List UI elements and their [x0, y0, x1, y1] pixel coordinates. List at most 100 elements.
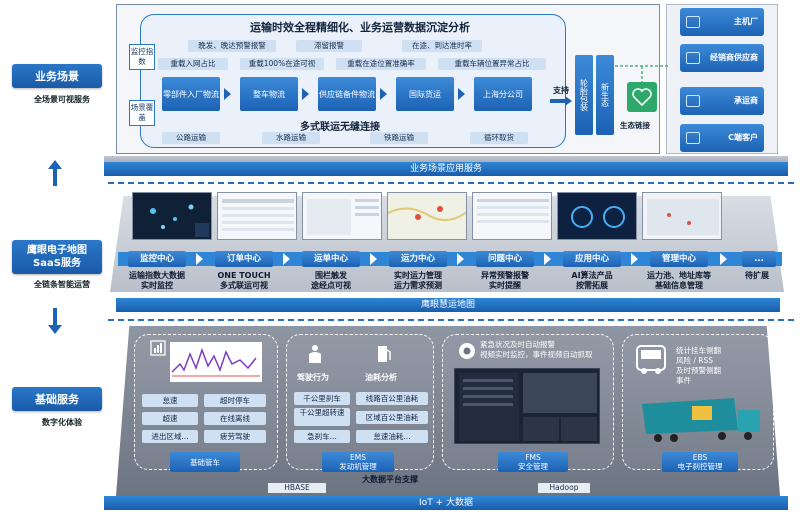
multimodal-title: 多式联运无缝连接 [300, 122, 380, 133]
arrow-right-icon [283, 253, 290, 265]
separator-top [108, 182, 794, 184]
arrow-right-icon [544, 253, 551, 265]
transport-pill: 铁路运输 [370, 132, 428, 144]
region-fuel-pill: 区域百公里油耗 [356, 411, 428, 424]
arrow-right-icon [196, 253, 203, 265]
waybill-center-button[interactable]: 运单中心 [302, 251, 360, 267]
monitor-pill: 在途、到达准时率 [402, 40, 482, 52]
video-monitor-screen [454, 368, 600, 444]
trailer-truck-icon [642, 398, 760, 442]
fms-description: 紧急状况及时自动报警视频实时监控，事件视频自动抓取 [480, 340, 593, 359]
tire-pack-box: 轮胎包装 [575, 55, 593, 135]
arrow-right-icon [302, 88, 309, 100]
saas-subtitle: 全链条智能运营 [34, 280, 90, 289]
idle-fuel-pill: 怠速油耗... [356, 430, 428, 443]
chart-icon [150, 340, 166, 356]
capacity-center-button[interactable]: 运力中心 [389, 251, 447, 267]
arrow-right-icon [370, 253, 377, 265]
center-desc: AI算法产品按需拓展 [571, 271, 613, 290]
hadoop-pill: Hadoop [538, 483, 590, 493]
monitor-center-button[interactable]: 监控中心 [128, 251, 186, 267]
eco-connector [615, 65, 669, 83]
mode-box: 国际货运 [396, 77, 454, 111]
yingyan-map-bar: 鹰眼慧运地图 [116, 298, 780, 312]
separator-bottom [108, 319, 794, 321]
center-desc: 实时运力管理运力需求预测 [394, 271, 442, 290]
waybill-center-thumbnail [302, 192, 382, 240]
hbase-pill: HBASE [268, 483, 326, 493]
mode-box: 零部件入厂物流 [162, 77, 220, 111]
store-icon [686, 52, 700, 64]
partner-carrier-button[interactable]: 承运商 [680, 87, 764, 115]
center-desc: 运力池、地址库等基础信息管理 [647, 271, 711, 290]
arrow-right-icon [380, 88, 387, 100]
monitor-pill: 重载100%在途可视 [240, 58, 324, 70]
speed-chart [170, 342, 262, 382]
management-center-thumbnail [642, 192, 722, 240]
fuel-icon [378, 346, 391, 362]
base-service-subtitle: 数字化体验 [42, 418, 82, 427]
new-eco-box: 新生态 [596, 55, 614, 135]
mode-box: 供应链备件物流 [318, 77, 376, 111]
partner-dealer-button[interactable]: 经销商供应商 [680, 44, 764, 72]
geofence-pill: 进出区域... [142, 430, 198, 443]
mode-box: 上海分公司 [474, 77, 532, 111]
scene-coverage-tag: 场景覆盖 [129, 100, 155, 126]
app-center-thumbnail [557, 192, 637, 240]
bigdata-label: 大数据平台支撑 [362, 475, 418, 484]
mode-box: 整车物流 [240, 77, 298, 111]
transport-pill: 公路运输 [162, 132, 220, 144]
truck-icon [686, 95, 700, 107]
basic-vehicle-label: 基础管车 [170, 452, 240, 472]
saas-line2: SaaS服务 [33, 258, 81, 269]
partner-label: C端客户 [728, 133, 758, 142]
fatigue-pill: 疲劳驾驶 [204, 430, 266, 443]
partner-label: 承运商 [734, 96, 758, 105]
business-scene-subtitle: 全场景可视服务 [34, 95, 90, 104]
order-center-button[interactable]: 订单中心 [215, 251, 273, 267]
issue-center-button[interactable]: 问题中心 [476, 251, 534, 267]
partner-label: 主机厂 [734, 17, 758, 26]
camera-icon [459, 343, 475, 359]
idle-pill: 怠速 [142, 394, 198, 407]
transport-pill: 循环取货 [470, 132, 528, 144]
seatbelt-icon [309, 345, 321, 363]
overspeed-pill: 超速 [142, 412, 198, 425]
partner-customer-button[interactable]: C端客户 [680, 124, 764, 152]
monitor-pill: 重载车辆位置异常占比 [438, 58, 546, 70]
monitor-index-tag: 监控指数 [129, 44, 155, 70]
panel-shelf [104, 156, 788, 164]
issue-center-thumbnail [472, 192, 552, 240]
transport-pill: 水路运输 [262, 132, 320, 144]
iot-bigdata-bar: IoT + 大数据 [104, 496, 788, 510]
support-label: 支持 [553, 86, 569, 95]
arrow-up-icon [48, 160, 62, 186]
driving-behavior-heading: 驾驶行为 [297, 373, 329, 382]
center-desc: 待扩展 [745, 271, 769, 280]
more-center-button[interactable]: ... [742, 251, 776, 267]
partner-oem-button[interactable]: 主机厂 [680, 8, 764, 36]
eco-link-label: 生态链接 [620, 121, 650, 130]
arrow-right-icon [457, 253, 464, 265]
center-desc: 运输指数大数据实时监控 [129, 271, 185, 290]
arrow-right-icon [224, 88, 231, 100]
center-desc: 异常预警报警实时提醒 [481, 271, 529, 290]
eco-link-icon [627, 82, 657, 112]
online-status-pill: 在线离线 [204, 412, 266, 425]
app-center-button[interactable]: 应用中心 [563, 251, 621, 267]
monitor-center-thumbnail [132, 192, 212, 240]
hard-brake-pill: 千公里刹车 [294, 392, 350, 405]
monitor-pill: 重载在途位置准确率 [336, 58, 426, 70]
center-desc: 围栏触发途经点可视 [311, 271, 351, 290]
management-center-button[interactable]: 管理中心 [650, 251, 708, 267]
emergency-brake-pill: 急刹车... [294, 430, 350, 443]
monitor-pill: 晚发、晚达预警报警 [188, 40, 276, 52]
overtime-parking-pill: 超时停车 [204, 394, 266, 407]
monitor-pill: 滞留报警 [296, 40, 362, 52]
scene-title: 运输时效全程精细化、业务运营数据沉淀分析 [250, 21, 470, 34]
arrow-right-icon [631, 253, 638, 265]
partner-label: 经销商供应商 [710, 53, 758, 62]
